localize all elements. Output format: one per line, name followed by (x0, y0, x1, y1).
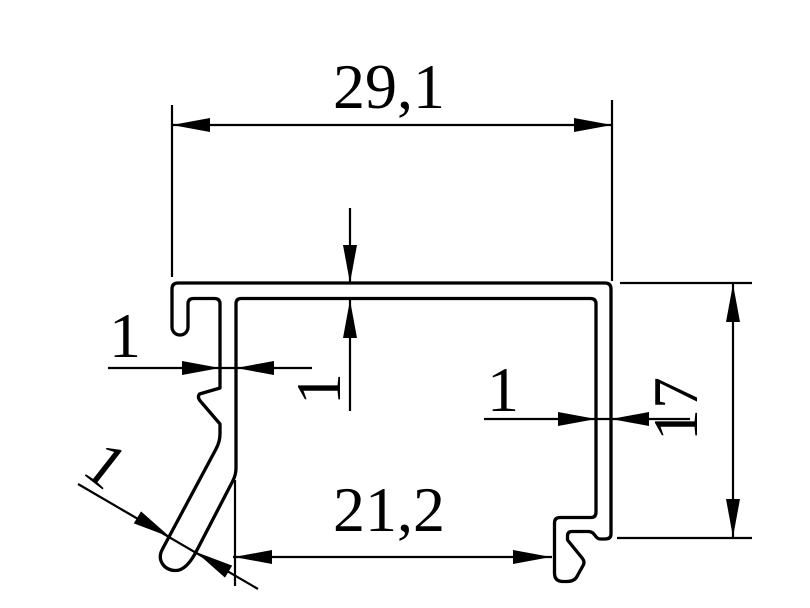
arrowhead (343, 245, 357, 283)
arrowhead (726, 284, 740, 322)
label-height: 17 (640, 377, 711, 441)
label-top-wall-thickness: 1 (283, 373, 354, 405)
label-right-wall-thickness: 1 (487, 354, 519, 425)
profile-outline (158, 281, 613, 584)
arrowhead (236, 361, 274, 375)
label-overall-width: 29,1 (333, 51, 445, 122)
arrowhead (172, 118, 210, 132)
arrowhead (182, 361, 220, 375)
label-bottom-width: 21,2 (333, 474, 445, 545)
arrowhead (611, 412, 649, 426)
dimension-arrowheads (133, 118, 740, 578)
arrowhead (513, 550, 551, 564)
dim-line-leg-thickness (77, 483, 259, 590)
label-leg-thickness: 1 (72, 427, 141, 503)
dimension-labels: 29,1 21,2 1 1 1 17 1 (72, 51, 711, 545)
arrowhead (234, 550, 272, 564)
arrowhead (196, 552, 233, 578)
arrowhead (574, 118, 612, 132)
arrowhead (133, 511, 170, 537)
label-left-wall-thickness: 1 (109, 300, 141, 371)
profile (158, 281, 613, 584)
arrowhead (343, 300, 357, 338)
arrowhead (726, 499, 740, 537)
arrowhead (558, 412, 596, 426)
